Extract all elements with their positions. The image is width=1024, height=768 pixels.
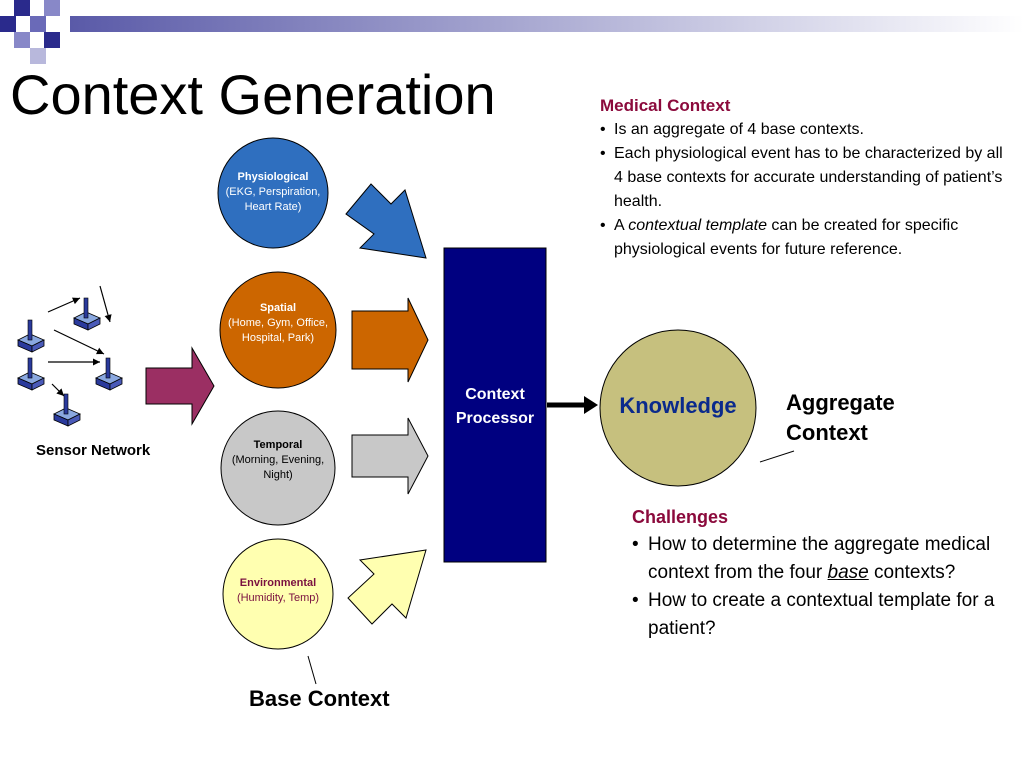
header-decoration [0, 0, 1024, 64]
sensor-node [17, 357, 45, 391]
bullet-dot: • [600, 217, 606, 234]
page-title: Context Generation [10, 63, 496, 126]
spatial-arrow [351, 297, 429, 383]
aggregate-context-label: Aggregate Context [786, 390, 895, 445]
sensor-network [17, 285, 123, 427]
medical-context-bullet: • Each physiological event has to be cha… [600, 142, 1010, 214]
base-callout-line [307, 655, 317, 685]
header-square [0, 16, 16, 32]
sensor-node [95, 357, 123, 391]
environmental-label: Environmental (Humidity, Temp) [236, 577, 320, 604]
header-square [44, 0, 60, 16]
header-square [44, 32, 60, 48]
bullet-dot: • [632, 534, 639, 555]
processor-arrow-head [584, 396, 598, 414]
header-square [14, 32, 30, 48]
challenges-heading: Challenges [632, 507, 729, 527]
aggregate-callout-line [759, 450, 795, 463]
header-square [30, 16, 46, 32]
spatial-label: Spatial (Home, Gym, Office, Hospital, Pa… [227, 302, 329, 344]
bullet-dot: • [600, 121, 606, 138]
sensor-node [17, 319, 45, 353]
physiological-arrow [345, 183, 427, 259]
header-square [30, 48, 46, 64]
temporal-label: Temporal (Morning, Evening, Night) [231, 439, 325, 481]
physiological-label: Physiological (EKG, Perspiration, Heart … [225, 171, 321, 213]
base-emphasis: base [827, 562, 869, 583]
knowledge-circle [599, 329, 757, 487]
temporal-circle [220, 410, 336, 526]
challenges-bullet: • How to determine the aggregate medical… [632, 531, 1012, 587]
temporal-arrow [351, 417, 429, 495]
medical-context-bullet: • Is an aggregate of 4 base contexts. [600, 118, 1010, 142]
challenges-block: Challenges • How to determine the aggreg… [632, 503, 1012, 643]
bullet-dot: • [600, 145, 606, 162]
medical-context-bullet: • A contextual template can be created f… [600, 214, 1010, 262]
contextual-template-emphasis: contextual template [628, 217, 767, 234]
base-context-label: Base Context [249, 686, 390, 711]
medical-context-block: Medical Context • Is an aggregate of 4 b… [600, 94, 1010, 262]
challenges-bullet: • How to create a contextual template fo… [632, 587, 1012, 643]
context-processor-label: Context Processor [455, 386, 535, 427]
environmental-arrow [347, 549, 427, 625]
header-gradient-bar [70, 16, 1024, 32]
knowledge-label: Knowledge [619, 393, 737, 418]
bullet-dot: • [632, 590, 639, 611]
spatial-circle [219, 271, 337, 389]
context-processor-box [443, 247, 547, 563]
physiological-circle [217, 137, 329, 249]
medical-context-heading: Medical Context [600, 96, 731, 115]
sensor-node [53, 393, 81, 427]
sensor-network-label: Sensor Network [36, 442, 151, 459]
header-square [14, 0, 30, 16]
sensor-arrow [145, 346, 215, 426]
environmental-circle [222, 538, 334, 650]
sensor-node [73, 297, 101, 331]
